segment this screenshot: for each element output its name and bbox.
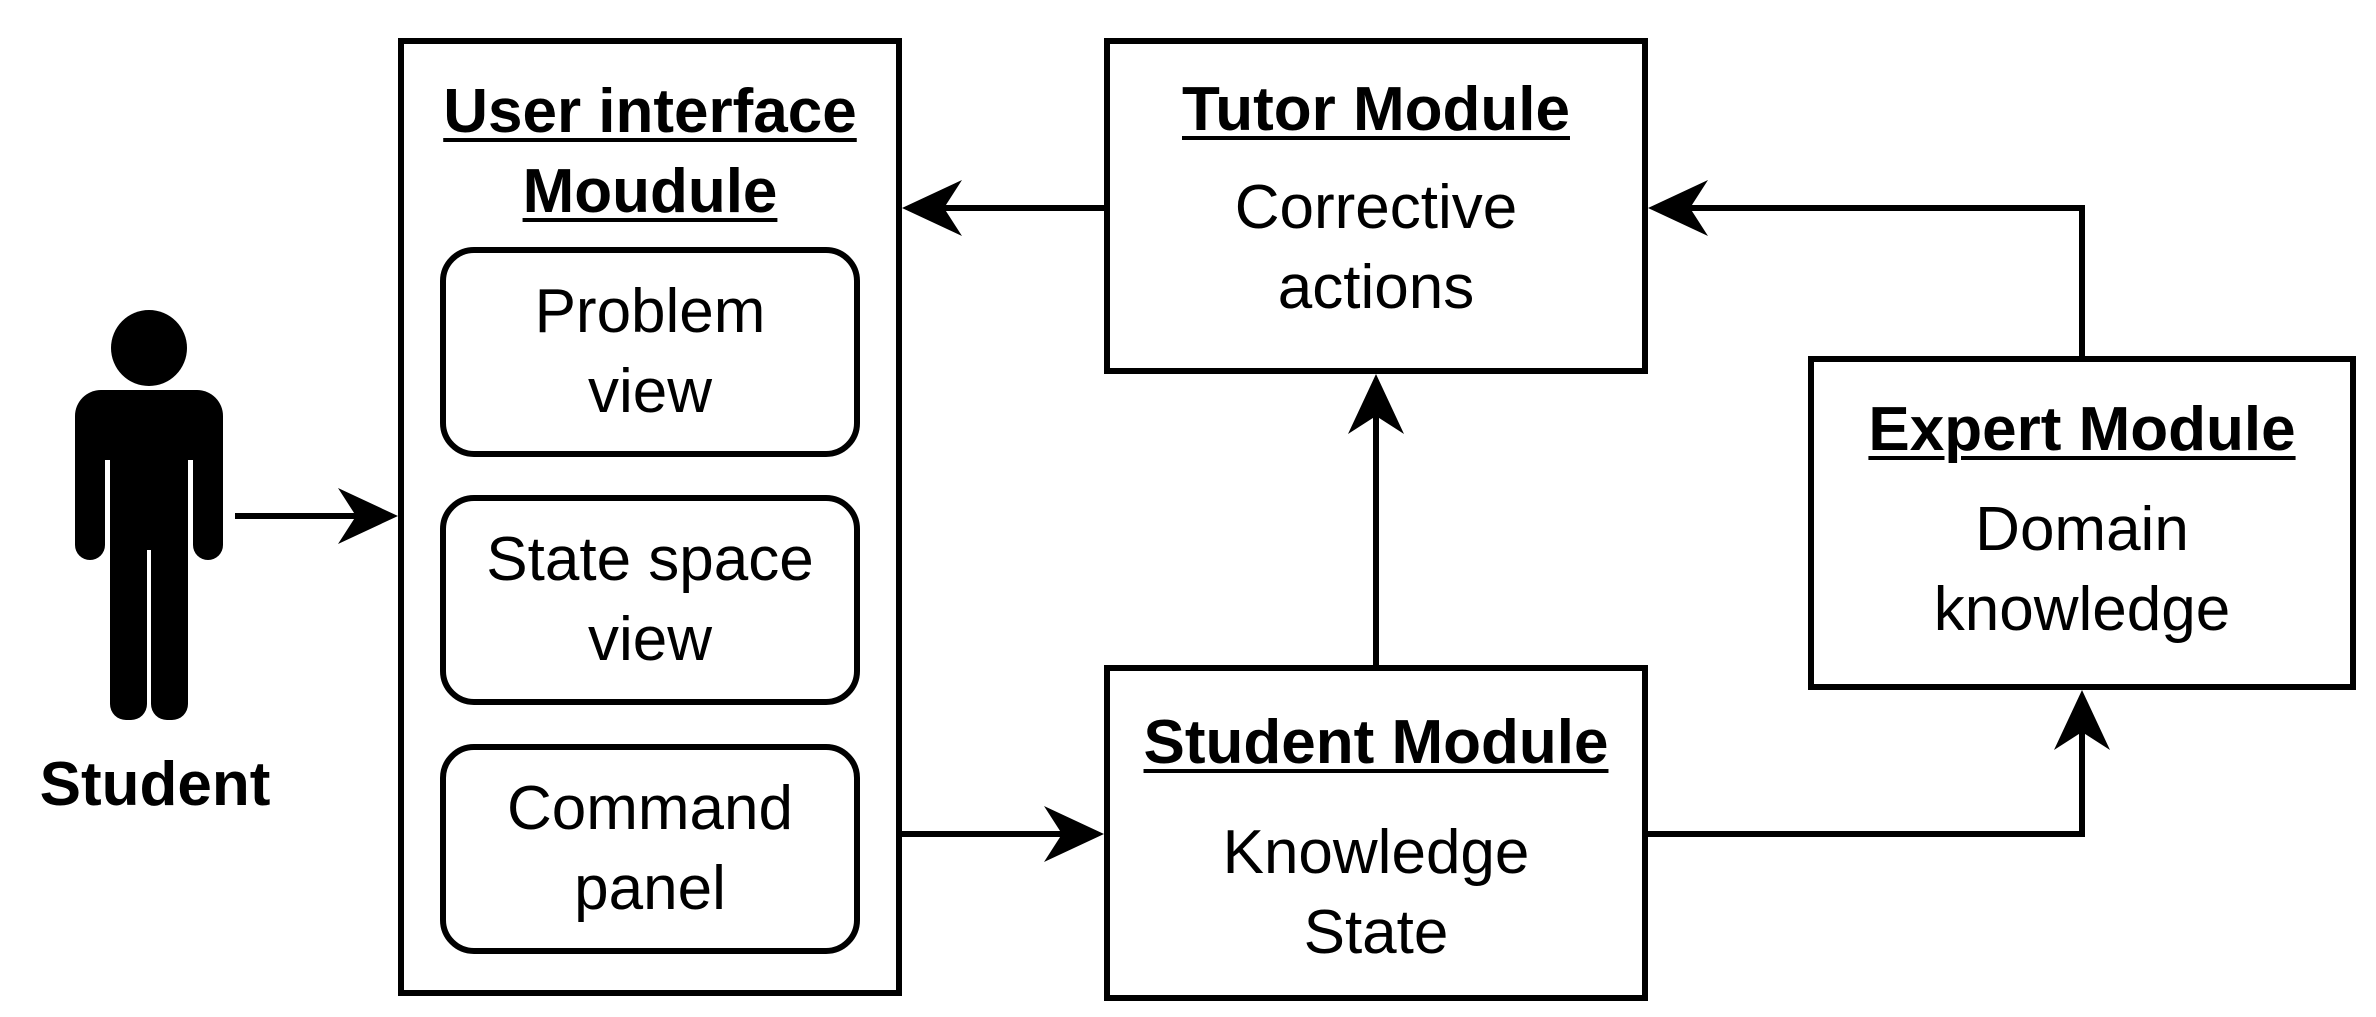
edge-expert-to-tutor [1662, 205, 2085, 356]
expert-module: Expert Module Domain knowledge [1808, 356, 2356, 690]
tutor-module: Tutor Module Corrective actions [1104, 38, 1648, 374]
student-module-title: Student Module [1143, 708, 1609, 777]
problem-view-panel: Problem view [440, 247, 860, 457]
arrowhead-student-to-ui [338, 488, 398, 544]
student-person-icon [75, 310, 223, 720]
expert-module-body: Domain knowledge [1933, 495, 2231, 644]
expert-module-title: Expert Module [1868, 395, 2296, 464]
arrowhead-student-module-to-expert [2054, 690, 2110, 750]
command-panel: Command panel [440, 744, 860, 954]
arrowhead-student-module-to-tutor [1348, 374, 1404, 434]
state-space-view-panel: State space view [440, 495, 860, 705]
tutor-module-title: Tutor Module [1182, 75, 1570, 144]
arrowhead-tutor-to-ui [902, 180, 962, 236]
user-interface-module-title: User interface Moudule [443, 77, 857, 226]
arrowhead-ui-to-student-module [1044, 806, 1104, 862]
tutor-module-body: Corrective actions [1234, 173, 1518, 322]
student-module-body: Knowledge State [1222, 818, 1530, 967]
student-module: Student Module Knowledge State [1104, 665, 1648, 1001]
student-label: Student [39, 750, 271, 819]
arrowhead-expert-to-tutor [1648, 180, 1708, 236]
edge-student-module-to-expert [1648, 704, 2085, 837]
